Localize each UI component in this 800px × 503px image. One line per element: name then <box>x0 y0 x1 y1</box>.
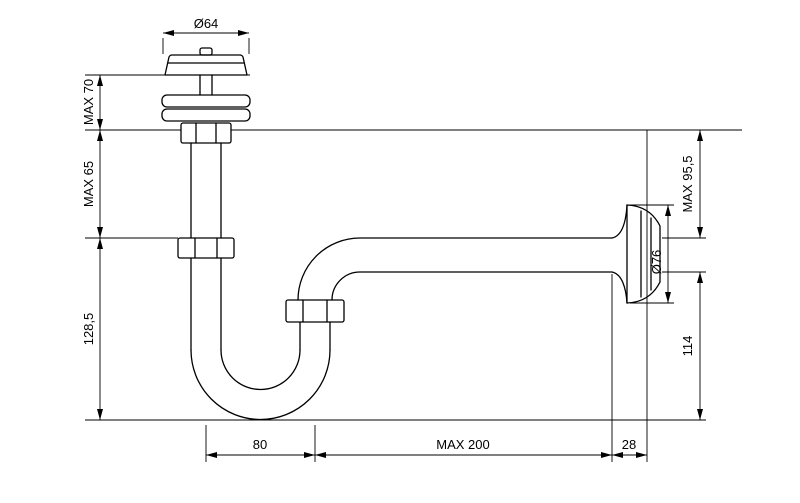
reference-lines <box>85 38 742 462</box>
arrowhead <box>612 452 623 458</box>
arrowhead <box>315 452 326 458</box>
dim-label-max65: MAX 65 <box>81 161 96 207</box>
slip-nut-lower <box>285 299 345 323</box>
dim-label-o76: Ø76 <box>649 250 664 275</box>
plug-screw <box>199 47 213 56</box>
dim-top-diameter: Ø64 <box>163 16 249 36</box>
trap-bend <box>190 257 345 421</box>
arrowhead <box>238 30 249 36</box>
arrowhead <box>636 452 647 458</box>
pipe-inner <box>331 271 613 301</box>
arrowhead <box>601 452 612 458</box>
outlet-pipe <box>297 237 613 301</box>
slip-nut-upper <box>177 237 235 259</box>
wall-flange <box>611 204 661 304</box>
arrowhead <box>97 238 103 249</box>
dim-label-80: 80 <box>253 437 267 452</box>
dim-label-o64: Ø64 <box>194 16 219 31</box>
gasket-washer-top <box>161 94 251 108</box>
flange-dome <box>626 204 661 304</box>
drain-plug-assembly <box>161 47 251 144</box>
arrowhead <box>163 30 174 36</box>
arrowhead <box>206 452 217 458</box>
arrowhead <box>97 130 103 141</box>
trap-outer-arc <box>190 349 331 421</box>
arrowhead <box>304 452 315 458</box>
arrowhead <box>665 205 671 216</box>
dim-left-chain: MAX 70 MAX 65 128,5 <box>81 75 103 420</box>
dim-label-max200: MAX 200 <box>436 437 489 452</box>
dim-bottom-chain: 80 MAX 200 28 <box>206 437 647 458</box>
dim-label-114: 114 <box>680 336 695 357</box>
dim-label-128-5: 128,5 <box>81 313 96 346</box>
gasket-washer-bottom <box>161 108 251 122</box>
arrowhead <box>97 119 103 130</box>
flange-flare-bottom <box>611 271 628 304</box>
arrowhead <box>97 409 103 420</box>
dim-label-max70: MAX 70 <box>81 79 96 125</box>
dim-label-max95-5: MAX 95,5 <box>680 155 695 212</box>
dim-flange-diameter: Ø76 <box>649 205 671 303</box>
dim-label-28: 28 <box>622 437 636 452</box>
arrowhead <box>697 409 703 420</box>
arrowhead <box>97 227 103 238</box>
dim-right-max95-5: MAX 95,5 <box>680 130 703 238</box>
arrowhead <box>697 272 703 283</box>
backnut <box>180 122 232 144</box>
arrowhead <box>697 130 703 141</box>
arrowhead <box>697 227 703 238</box>
pipe-outer <box>297 237 613 301</box>
arrowhead <box>97 75 103 86</box>
tailpiece <box>177 142 235 259</box>
dim-right-114: 114 <box>680 272 703 420</box>
plug-cap <box>164 54 248 76</box>
arrowhead <box>665 292 671 303</box>
flange-flare-top <box>611 204 628 239</box>
trap-inner-arc <box>220 349 301 391</box>
